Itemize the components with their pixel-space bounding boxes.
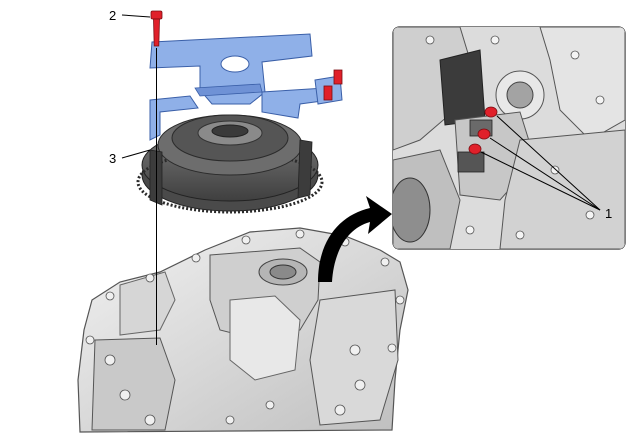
leader-3	[121, 149, 151, 159]
leader-2	[121, 14, 151, 18]
detail-inset	[392, 26, 626, 250]
transmission-case	[77, 227, 409, 433]
direction-arrow-icon	[318, 196, 392, 282]
case-bosses	[85, 229, 405, 426]
bolt-icon	[150, 10, 163, 47]
holding-tool	[149, 33, 343, 141]
clutch-assembly	[136, 114, 324, 214]
tool-bolts	[323, 69, 343, 101]
leader-1	[480, 115, 601, 211]
callout-2: 2	[109, 8, 117, 23]
seal-ring-icon	[468, 106, 498, 155]
callout-1: 1	[605, 206, 613, 221]
callout-3: 3	[109, 151, 117, 166]
